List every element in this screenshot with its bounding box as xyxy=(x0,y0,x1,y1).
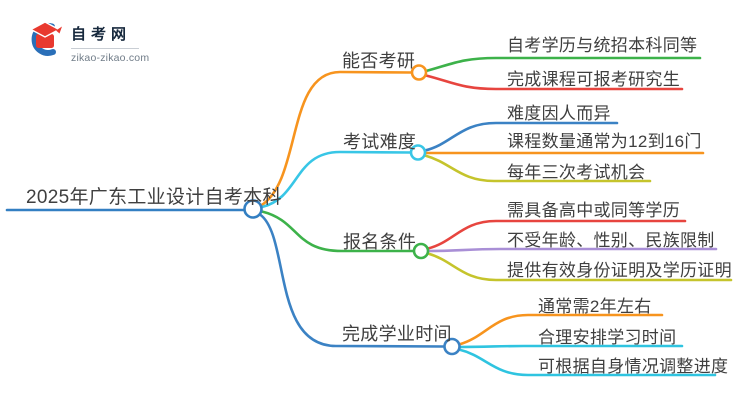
leaf-topic: 课程数量通常为12到16门 xyxy=(507,132,702,151)
child-4-1-link xyxy=(457,313,664,346)
child-2-1-link xyxy=(423,121,619,152)
leaf-topic: 每年三次考试机会 xyxy=(507,163,646,182)
branch-topic-can-take-graduate-exam: 能否考研 xyxy=(342,51,416,71)
logo-site-name: 自考网 xyxy=(71,26,132,43)
child-3-2-link xyxy=(426,247,718,253)
root-topic: 2025年广东工业设计自考本科 xyxy=(26,187,282,208)
child-1-1-link xyxy=(424,56,702,73)
child-3-3-link xyxy=(426,252,733,282)
leaf-topic: 提供有效身份证明及学历证明 xyxy=(507,261,732,280)
child-3-1-link xyxy=(426,219,687,250)
branch-topic-exam-difficulty: 考试难度 xyxy=(343,132,417,152)
logo-text-block: 自考网 zikao-zikao.com xyxy=(71,20,149,64)
leaf-topic: 通常需2年左右 xyxy=(538,297,652,316)
child-2-3-link xyxy=(423,154,652,183)
leaf-topic: 需具备高中或同等学历 xyxy=(507,201,680,220)
leaf-topic: 自考学历与统招本科同等 xyxy=(507,36,698,55)
logo-domain-url: zikao-zikao.com xyxy=(71,52,150,64)
child-4-3-link xyxy=(457,348,717,377)
site-logo[interactable]: 自考网 zikao-zikao.com xyxy=(28,20,149,64)
leaf-topic: 可根据自身情况调整进度 xyxy=(538,357,729,376)
branch-2-link xyxy=(260,150,413,209)
logo-divider xyxy=(71,48,139,49)
graduation-cap-logo-icon xyxy=(29,21,62,56)
child-1-2-link xyxy=(424,74,684,91)
branch-topic-registration-requirements: 报名条件 xyxy=(343,232,417,252)
branch-3-node-circle xyxy=(412,242,430,260)
branch-1-link xyxy=(259,70,414,207)
leaf-topic: 完成课程可报考研究生 xyxy=(507,70,680,89)
leaf-topic: 不受年龄、性别、民族限制 xyxy=(507,231,715,250)
leaf-topic: 难度因人而异 xyxy=(507,104,611,123)
child-4-2-link xyxy=(457,344,684,349)
leaf-topic: 合理安排学习时间 xyxy=(538,328,677,347)
branch-4-node-circle xyxy=(443,337,461,356)
branch-1-node-circle xyxy=(410,64,428,81)
branch-3-link xyxy=(260,210,416,253)
branch-4-link xyxy=(258,213,446,348)
branch-2-node-circle xyxy=(409,144,427,161)
root-node-circle xyxy=(243,199,263,219)
branch-topic-completion-time: 完成学业时间 xyxy=(342,324,452,344)
